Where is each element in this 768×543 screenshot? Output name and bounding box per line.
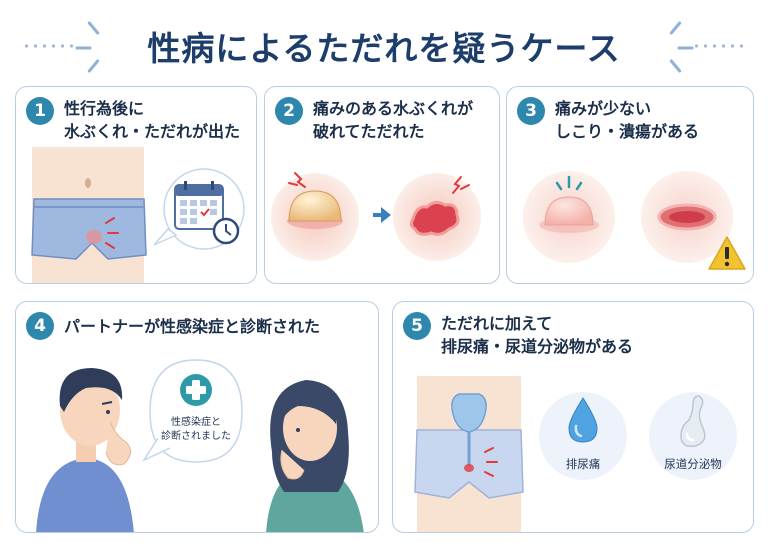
case-title: 痛みのある水ぶくれが 破れてただれた [313,97,473,143]
partner-illustration [36,359,364,532]
case-card-1: 1 性行為後に 水ぶくれ・ただれが出た [15,86,257,284]
case-title: 性行為後に 水ぶくれ・ただれが出た [64,97,240,143]
caption-urethral-discharge: 尿道分泌物 [664,457,722,471]
case-title: ただれに加えて 排尿痛・尿道分泌物がある [441,312,633,358]
case-number: 4 [26,312,54,340]
case-card-3: 3 痛みが少ない しこり・潰瘍がある [506,86,754,284]
discharge-icon [680,395,706,448]
case-title-line: しこり・潰瘍がある [555,122,700,141]
case-card-2: 2 痛みのある水ぶくれが 破れてただれた [264,86,500,284]
water-drop-icon [568,397,598,443]
chancre-illustration [523,171,733,263]
speech-bubble-line: 診断されました [161,431,231,442]
case-card-5: 5 ただれに加えて 排尿痛・尿道分泌物がある 排尿痛 尿道分泌物 [392,301,754,533]
case-card-4: 4 パートナーが性感染症と診断された 性感染症と 診断されました [15,301,379,533]
case-title-line: 痛みが少ない [555,99,652,118]
case-title-line: 痛みのある水ぶくれが [313,99,474,118]
case-title: 痛みが少ない しこり・潰瘍がある [555,97,699,143]
case-number: 3 [517,97,545,125]
medical-cross-icon [180,374,212,406]
case-title: パートナーが性感染症と診断された [64,317,321,336]
decor-dots-left [22,44,76,48]
case-title-line: ただれに加えて [441,314,553,333]
calendar-icon [174,181,224,230]
page-title: 性病によるただれを疑うケース [147,29,621,68]
caption-urination-pain: 排尿痛 [565,457,601,471]
case-title-line: 水ぶくれ・ただれが出た [64,122,241,141]
speech-bubble-text: 性感染症と 診断されました [158,416,234,444]
case-number: 2 [275,97,303,125]
case-number: 1 [26,97,54,125]
arrow-right-icon [381,207,391,223]
case-title-line: 破れてただれた [313,122,425,141]
case-title-line: 排尿痛・尿道分泌物がある [441,337,634,356]
warning-icon [708,236,746,270]
page-header: 性病によるただれを疑うケース [0,0,768,86]
decor-dots-right [692,44,746,48]
case-number: 5 [403,312,431,340]
clock-icon [212,217,240,245]
blister-to-erosion-illustration [271,172,481,261]
case-title-line: 性行為後に [64,99,145,118]
speech-bubble-line: 性感染症と [171,417,221,428]
